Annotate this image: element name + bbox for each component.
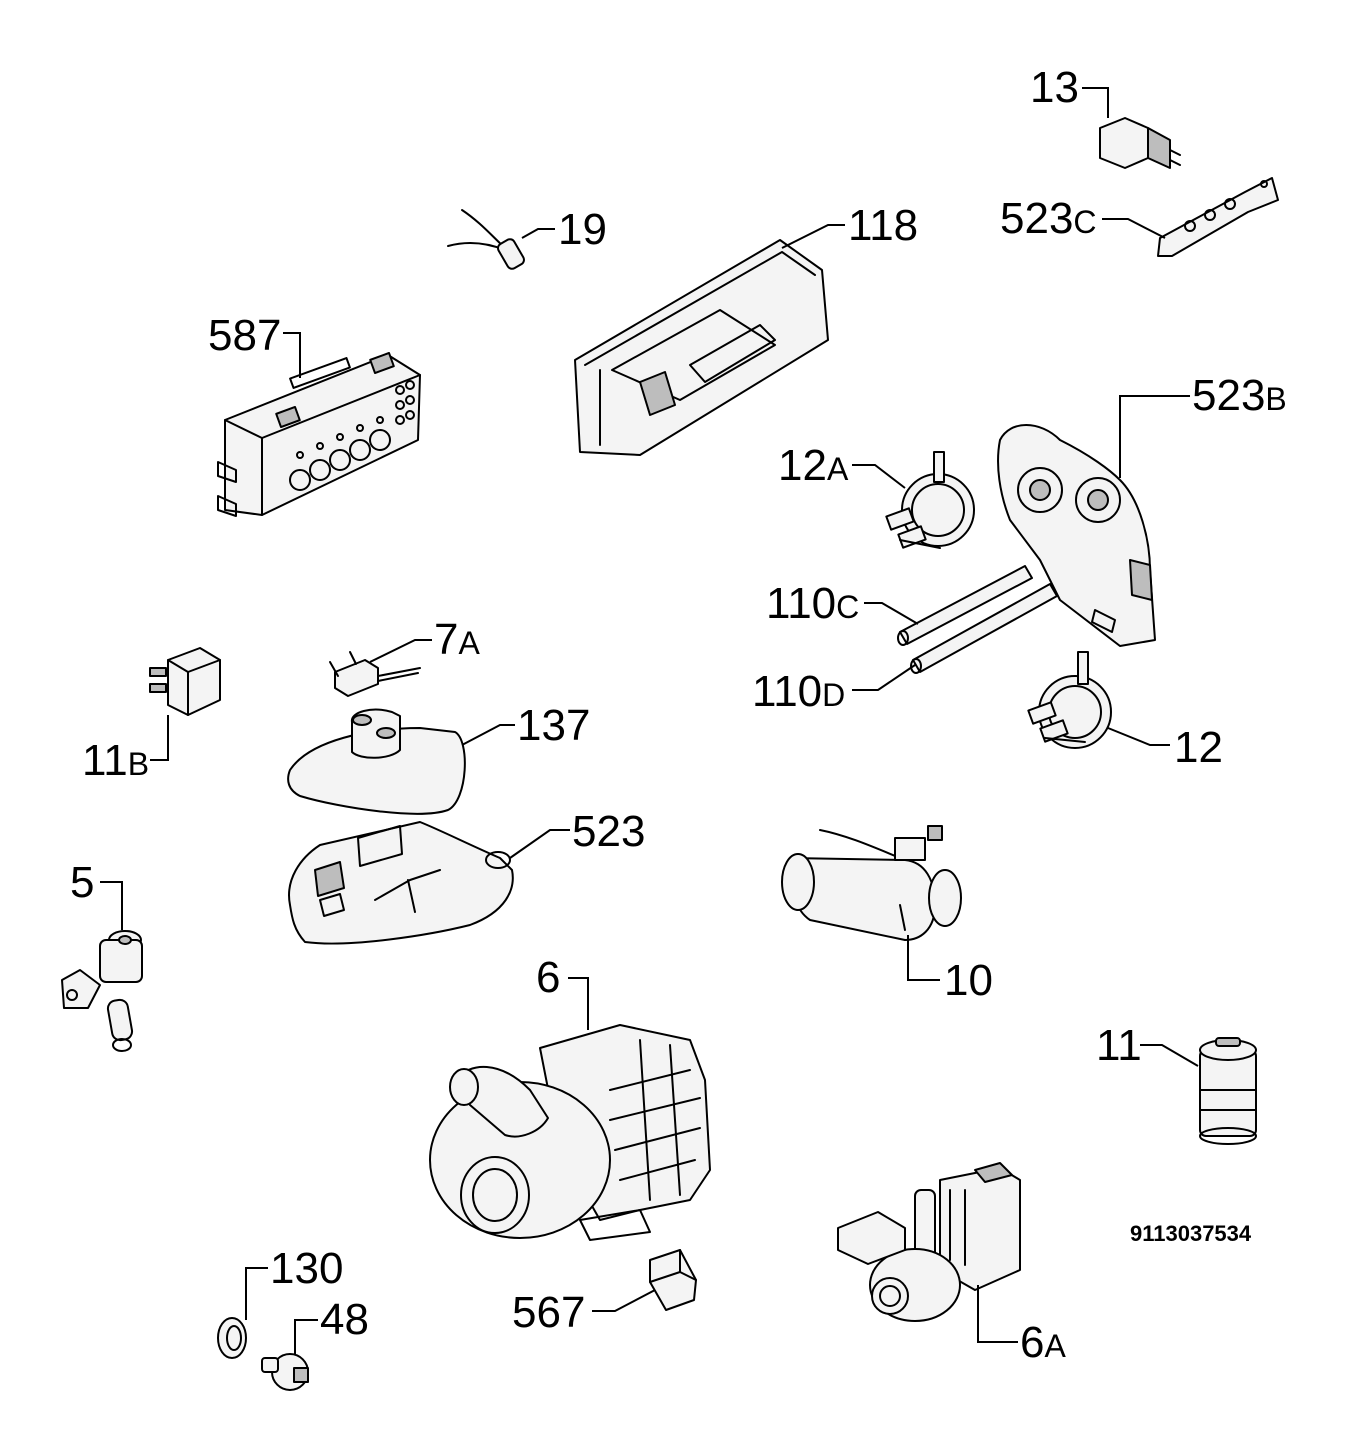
- callout-523c: 523C: [1000, 194, 1097, 243]
- leader-lines: [100, 87, 1199, 1355]
- callout-7a: 7A: [434, 615, 480, 664]
- leader-19: [521, 228, 555, 239]
- leader-523c: [1102, 218, 1166, 239]
- leader-12a: [852, 464, 906, 489]
- part-19-sensor: [447, 209, 525, 270]
- leader-567: [592, 1289, 656, 1312]
- callout-19: 19: [558, 205, 607, 254]
- leader-130: [245, 1267, 268, 1320]
- part-587-module: [217, 352, 421, 517]
- leader-10: [907, 935, 940, 981]
- part-6a-drain-pump: [837, 1162, 1021, 1322]
- callout-110c: 110C: [766, 579, 859, 628]
- leader-5: [100, 881, 123, 930]
- callout-12a: 12A: [778, 441, 849, 490]
- part-7a-microswitch: [329, 651, 421, 697]
- part-48-plug: [261, 1353, 309, 1391]
- part-12a-pressure-switch: [885, 451, 975, 549]
- leader-523b: [1119, 395, 1190, 478]
- part-11-capacitor: [1199, 1037, 1257, 1145]
- callout-6: 6: [536, 953, 560, 1002]
- part-523b-bracket: [997, 424, 1156, 647]
- part-110c-tube: [897, 565, 1033, 646]
- document-number: 9113037534: [1130, 1221, 1252, 1246]
- leader-6a: [977, 1285, 1018, 1343]
- leader-523: [509, 829, 570, 859]
- callout-6a: 6A: [1020, 1318, 1066, 1367]
- part-5-inlet-valve: [61, 930, 143, 1052]
- leader-48: [294, 1319, 318, 1355]
- callout-11b: 11B: [82, 736, 149, 785]
- callout-567: 567: [512, 1288, 585, 1337]
- leader-110c: [864, 602, 919, 625]
- callout-11: 11: [1096, 1021, 1142, 1070]
- callout-523: 523: [572, 807, 645, 856]
- callout-5: 5: [70, 858, 94, 907]
- leader-6: [568, 977, 589, 1030]
- leader-118: [781, 224, 845, 249]
- part-12-pressure-switch: [1027, 651, 1112, 749]
- callout-130: 130: [270, 1244, 343, 1293]
- part-13-switch: [1099, 117, 1181, 169]
- leader-7a: [369, 639, 432, 663]
- part-567-clip: [649, 1249, 697, 1311]
- leader-110d: [852, 664, 916, 691]
- part-11b-relay: [149, 647, 221, 716]
- part-110d-tube: [910, 583, 1058, 674]
- part-137-cover: [287, 708, 466, 815]
- callout-137: 137: [517, 701, 590, 750]
- leader-12: [1107, 727, 1170, 746]
- part-118-panel: [574, 239, 829, 456]
- leader-13: [1082, 87, 1109, 118]
- callout-587: 587: [208, 311, 281, 360]
- callout-10: 10: [944, 956, 993, 1005]
- leader-11: [1140, 1044, 1199, 1067]
- part-10-heater: [781, 825, 962, 941]
- leader-137: [461, 724, 515, 746]
- callout-48: 48: [320, 1295, 369, 1344]
- leader-11b: [150, 715, 169, 761]
- callout-523b: 523B: [1192, 371, 1287, 420]
- leader-587: [283, 332, 301, 378]
- callout-110d: 110D: [752, 667, 845, 716]
- part-6-circulation-pump: [429, 1024, 711, 1241]
- callout-labels: 13 523C 19 118 587 523B 12A 110C 110D 7A…: [70, 63, 1287, 1367]
- callout-12: 12: [1174, 723, 1223, 772]
- part-523c-bracket: [1157, 177, 1279, 257]
- part-523-housing: [288, 821, 514, 945]
- part-130-seal: [217, 1317, 247, 1359]
- callout-118: 118: [848, 201, 918, 250]
- callout-13: 13: [1030, 63, 1079, 112]
